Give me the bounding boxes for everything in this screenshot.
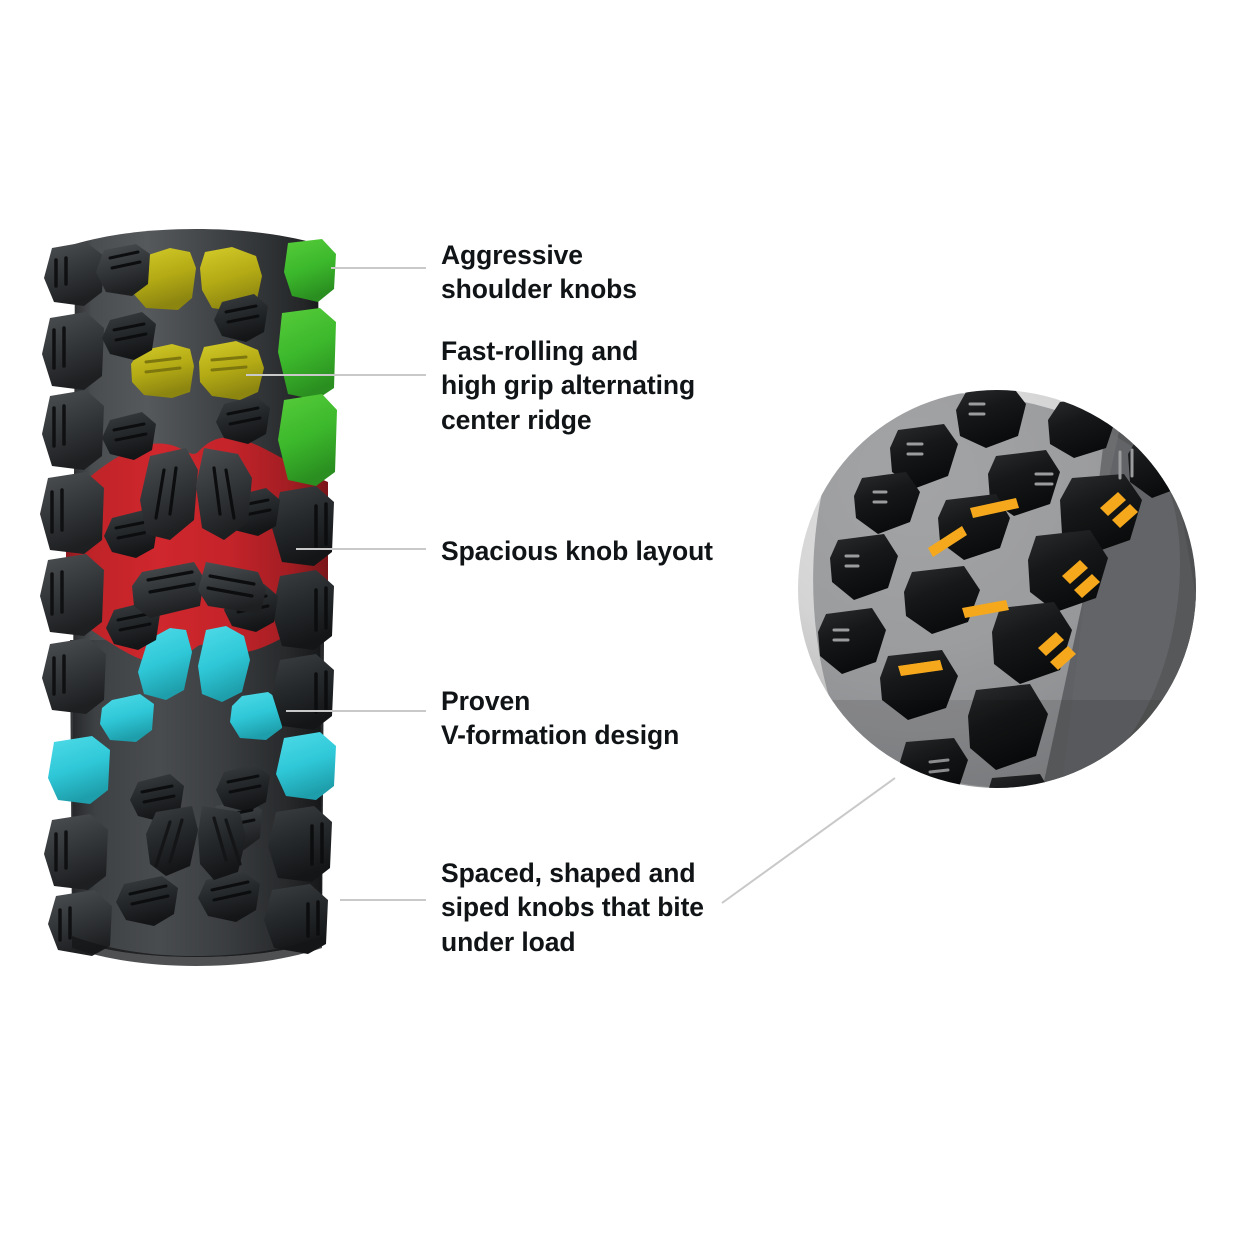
green-shoulder-knobs xyxy=(278,239,337,486)
leader-line-inset xyxy=(721,777,896,904)
cyan-v-formation-knobs xyxy=(48,626,336,804)
leader-lines xyxy=(246,267,426,901)
left-shoulder-sipes xyxy=(50,256,72,942)
inset-yellow-sipes xyxy=(898,492,1138,676)
callout-aggressive-shoulder-knobs: Aggressive shoulder knobs xyxy=(441,240,637,305)
callout-spaced-shaped-siped-knobs: Spaced, shaped and siped knobs that bite… xyxy=(441,858,704,957)
inset-light-sipes xyxy=(832,402,1134,774)
left-shoulder-knobs xyxy=(40,242,112,956)
callout-proven-v-formation-design: Proven V-formation design xyxy=(441,686,680,751)
right-shoulder-sipes xyxy=(306,502,328,938)
inset-closeup-photo xyxy=(798,390,1196,788)
bottom-v-sipes xyxy=(154,816,242,868)
callout-spacious-knob-layout: Spacious knob layout xyxy=(441,536,713,566)
tire-illustration xyxy=(40,229,337,966)
callout-fast-rolling-center-ridge: Fast-rolling and high grip alternating c… xyxy=(441,336,696,435)
v-center-knob-sipes xyxy=(146,466,256,598)
v-center-knobs xyxy=(132,448,266,618)
tire-bottom-edge xyxy=(72,936,322,966)
